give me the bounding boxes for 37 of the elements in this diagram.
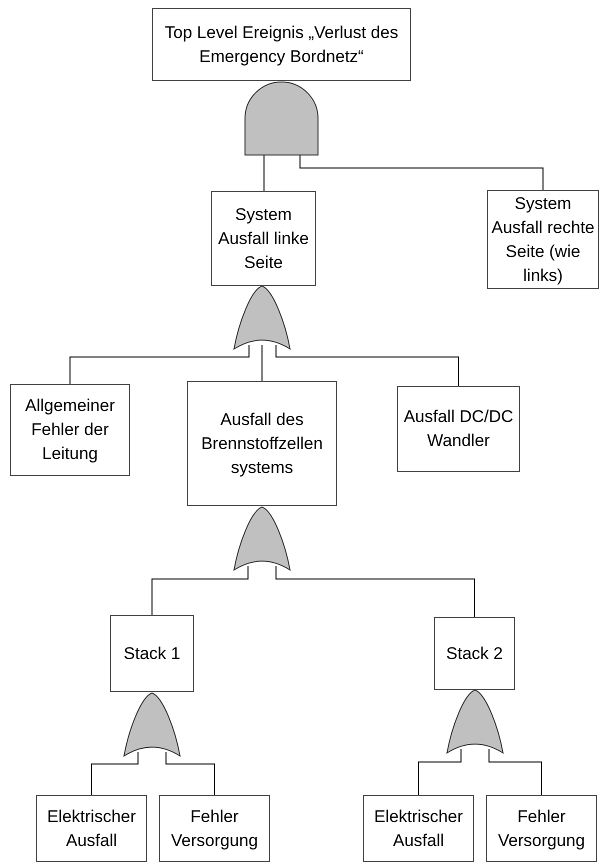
event-box (36, 795, 147, 862)
connector-line (276, 344, 459, 386)
event-box (486, 795, 597, 862)
connector-line (418, 748, 462, 796)
event-box (397, 386, 520, 472)
or-gate-symbol (447, 690, 503, 753)
or-gate-symbol (124, 693, 180, 756)
connector-line (152, 566, 248, 616)
connector-line (488, 748, 542, 796)
connector-line (276, 566, 475, 618)
event-label: Elektrischer Ausfall (373, 806, 464, 852)
event-label: System Ausfall linke Seite (217, 204, 310, 274)
event-label: Top Level Ereignis „Verlust des Emergency Bordnetz“ (164, 22, 400, 68)
event-box (159, 795, 270, 862)
event-box (211, 191, 316, 286)
event-box (110, 615, 194, 692)
connector-line (70, 344, 250, 384)
event-label: Allgemeiner Fehler der Leitung (24, 395, 116, 465)
event-label: Fehler Versorgung (170, 806, 259, 852)
connector-line (300, 154, 544, 190)
event-label: Fehler Versorgung (497, 806, 586, 852)
or-gate-symbol (234, 507, 290, 570)
event-label: Stack 1 (124, 642, 180, 664)
event-box (152, 8, 411, 81)
event-label: Elektrischer Ausfall (46, 806, 137, 852)
event-box (10, 384, 130, 476)
event-label: Ausfall des Brennstoffzellen systems (200, 408, 324, 478)
connector-line (166, 752, 215, 796)
connector-line (91, 752, 138, 796)
event-label: System Ausfall rechte Seite (wie links) (490, 192, 596, 286)
or-gate-symbol (234, 286, 290, 349)
event-box (187, 381, 337, 506)
event-box (434, 617, 515, 690)
and-gate-symbol (245, 82, 318, 155)
event-label: Ausfall DC/DC Wandler (402, 406, 514, 452)
event-box (363, 795, 474, 862)
event-label: Stack 2 (446, 642, 503, 664)
